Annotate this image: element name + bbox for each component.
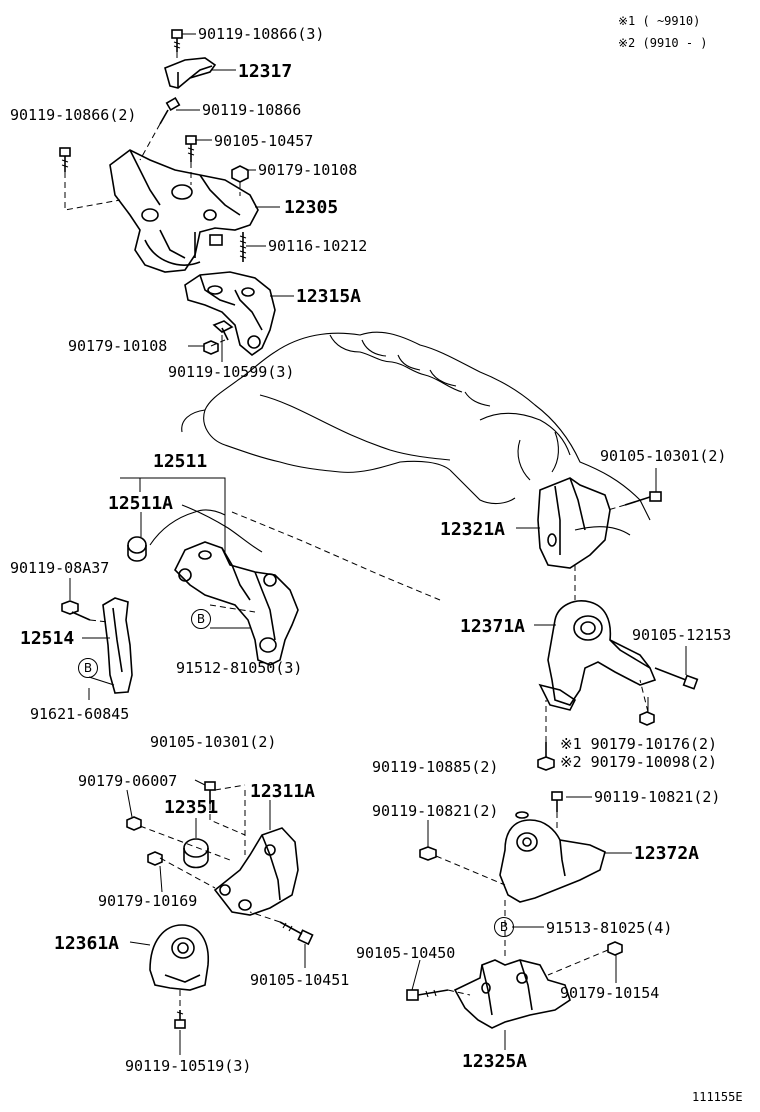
nut-90179-10154 [607,941,623,956]
bracket-12305 [109,149,259,273]
label-12317: 12317 [238,61,293,82]
stud-90116-10212 [239,232,247,262]
bolt-90119-10519-3 [174,1010,186,1029]
label-90119-10519-3: 90119-10519(3) [125,1057,252,1075]
label-12511a: 12511A [108,493,174,514]
label-90119-10885-2: 90119-10885(2) [372,758,499,776]
label-12514: 12514 [20,628,75,649]
label-90105-10301-2-lower: 90105-10301(2) [150,733,277,751]
label-90119-10821-2-left: 90119-10821(2) [372,802,499,820]
bracket-12315a [184,271,276,357]
label-12321a: 12321A [440,519,506,540]
mount-12361a [149,924,209,991]
label-12361a: 12361A [54,933,120,954]
label-12351: 12351 [164,797,219,818]
label-90179-10154: 90179-10154 [560,984,660,1002]
nut-90119-10821-2-left [419,846,437,861]
bolt-90119-10866-2 [59,147,71,172]
bolt-90119-10885-2 [537,742,555,771]
bolt-90119-10821-2-right [551,791,563,812]
bolt-90105-10457 [185,135,197,162]
label-90105-10450: 90105-10450 [356,944,456,962]
label-91513-81025-4: 91513-81025(4) [546,919,673,937]
bolt-90119-08a37 [61,600,91,621]
label-90119-10866-2: 90119-10866(2) [10,106,137,124]
nut-90179-06007 [126,816,142,831]
nut-90179-10108-lower [203,340,219,355]
bracket-12321a [537,477,611,569]
label-90119-08a37: 90119-08A37 [10,559,110,577]
label-90105-12153: 90105-12153 [632,626,732,644]
assembly-dash-lines [64,52,649,1010]
bolt-90105-10451 [279,921,314,946]
label-12371a: 12371A [460,616,526,637]
note-2: ※2 (9910 - ) [618,36,708,50]
bracket-12317 [164,57,217,89]
bracket-12325a [453,959,571,1029]
bracket-12311a [213,827,299,916]
label-90119-10866-3: 90119-10866(3) [198,25,325,43]
bolt-90105-10450 [406,989,449,1001]
bracket-12511 [174,541,299,666]
marker-b-91513: B [494,917,514,937]
mount-12371a [538,600,657,711]
label-12325a: 12325A [462,1051,528,1072]
label-90119-10599-3: 90119-10599(3) [168,363,295,381]
bracket-12514 [102,597,133,694]
diagram-id: 111155E [692,1090,743,1104]
top-bolt-90119-10866-3 [171,29,183,52]
label-12311a: 12311A [250,781,316,802]
spacer-12511a [127,536,147,562]
label-12315a: 12315A [296,286,362,307]
label-90116-10212: 90116-10212 [268,237,368,255]
label-90179-10108-lower: 90179-10108 [68,337,168,355]
bolt-90105-10301-2-upper [624,491,662,506]
leader-lines [69,33,687,1055]
nut-90179-10176 [639,711,655,726]
label-90179-10169: 90179-10169 [98,892,198,910]
label-12372a: 12372A [634,843,700,864]
label-90105-10451: 90105-10451 [250,971,350,989]
label-90179-10108-top: 90179-10108 [258,161,358,179]
marker-b-91621: B [78,658,98,678]
label-91621-60845: 91621-60845 [30,705,130,723]
bolt-90105-12153 [654,667,699,690]
mount-12372a [499,811,606,903]
label-90105-10457: 90105-10457 [214,132,314,150]
label-12305: 12305 [284,197,339,218]
nut-90179-10108-top [231,165,249,183]
bolt-90105-10301-2-lower [204,781,216,804]
marker-b-91512: B [191,609,211,629]
nut-90179-10169 [147,851,163,866]
bolt-90119-10599-3 [212,320,234,341]
bolt-90119-10866 [159,96,181,125]
label-90179-06007: 90179-06007 [78,772,178,790]
label-90119-10821-2-right: 90119-10821(2) [594,788,721,806]
label-12511: 12511 [153,451,208,472]
label-90119-10866: 90119-10866 [202,101,302,119]
label-90105-10301-2-upper: 90105-10301(2) [600,447,727,465]
note-1: ※1 ( ~9910) [618,14,701,28]
label-90179-10176-2: ※1 90179-10176(2) [560,735,718,753]
label-90179-10098-2: ※2 90179-10098(2) [560,753,718,771]
label-91512-81050-3: 91512-81050(3) [176,659,303,677]
spacer-12351 [183,838,209,869]
engine-outline [149,331,651,601]
